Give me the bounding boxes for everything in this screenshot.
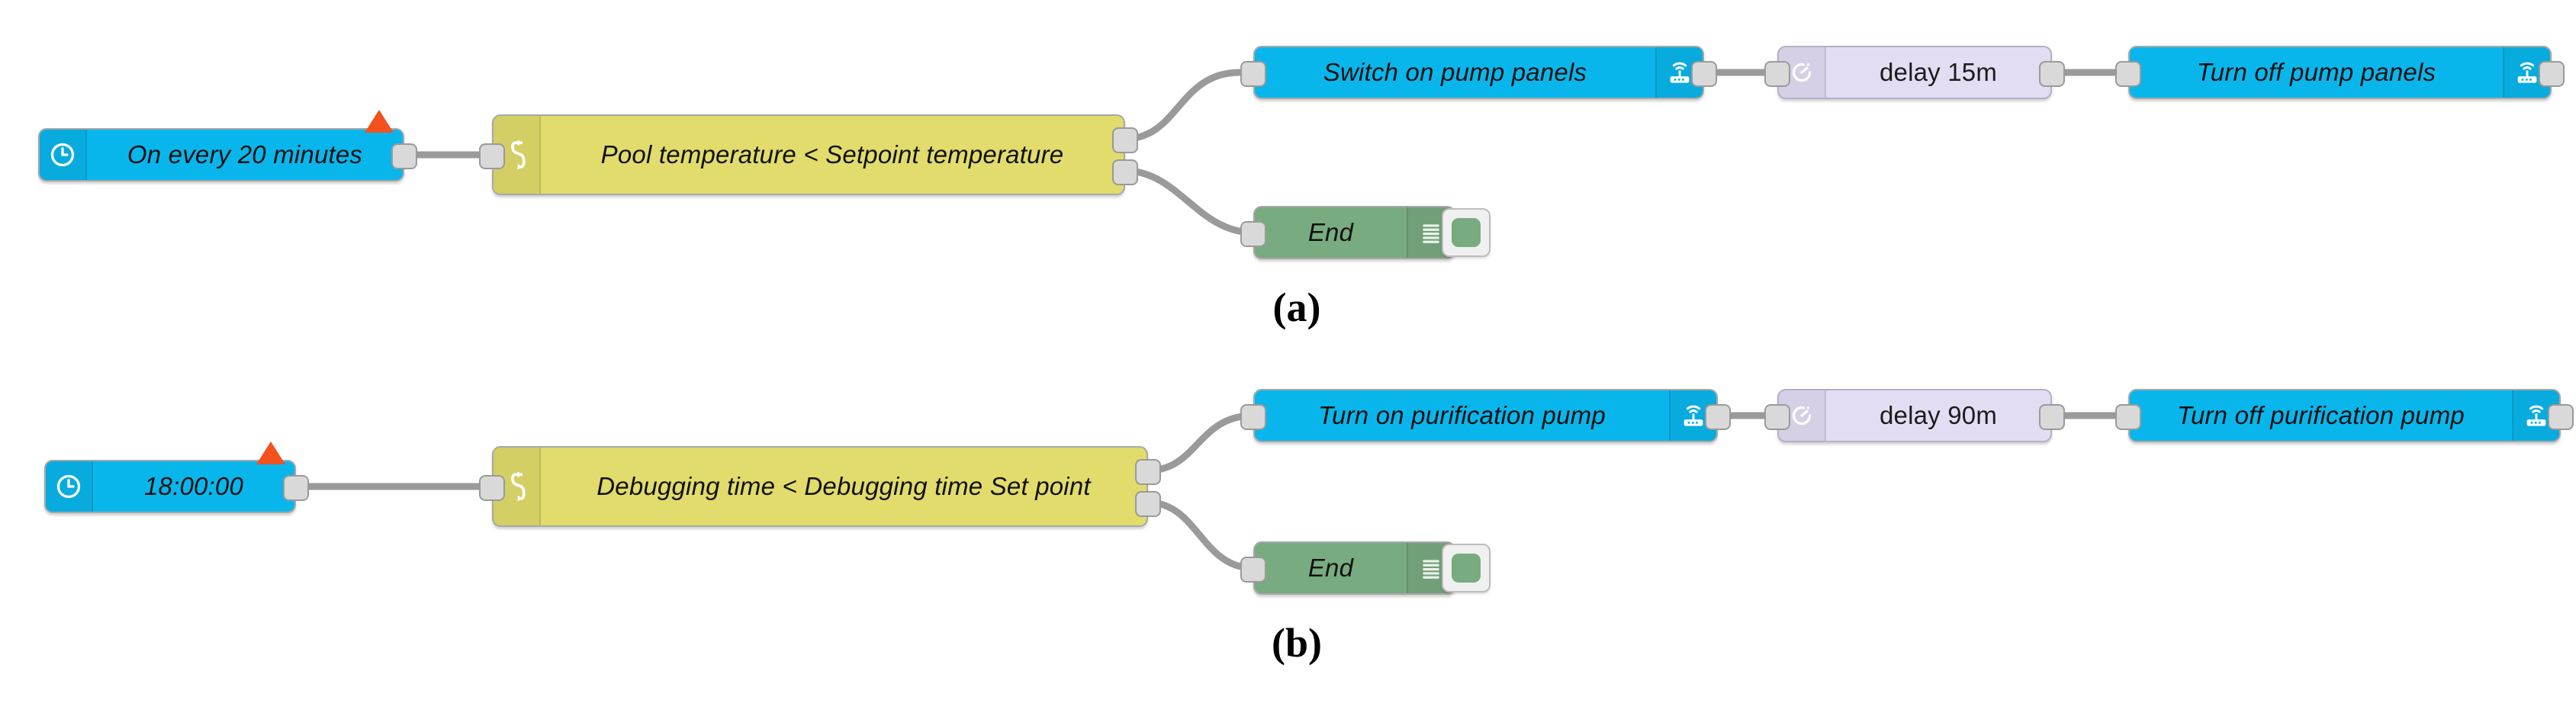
clock-icon xyxy=(46,461,93,512)
node-label: delay 90m xyxy=(1879,401,1998,429)
input-port[interactable] xyxy=(1764,404,1790,430)
wire-b-switch-out1-to-debug xyxy=(1144,499,1257,572)
wire-a-switch-out1-to-debug xyxy=(1121,167,1257,236)
node-delay-15m[interactable]: delay 15m xyxy=(1764,46,2065,99)
node-label: End xyxy=(1307,218,1354,246)
output-port[interactable] xyxy=(1705,404,1731,430)
clock-icon xyxy=(40,130,87,180)
output-port-1[interactable] xyxy=(1135,491,1161,517)
node-debug-end[interactable]: End xyxy=(1240,206,1491,259)
output-port[interactable] xyxy=(2039,61,2065,87)
node-label: On every 20 minutes xyxy=(127,140,363,169)
wire-a-switch-out0-to-device xyxy=(1121,69,1243,143)
input-port[interactable] xyxy=(2115,61,2141,87)
output-port[interactable] xyxy=(1691,61,1717,87)
node-device-switch-on-pump-panels[interactable]: Switch on pump panels xyxy=(1240,46,1717,99)
output-port[interactable] xyxy=(2039,404,2065,430)
node-inject-18-00-00[interactable]: 18:00:00 xyxy=(44,441,309,513)
debug-toggle-indicator xyxy=(1452,218,1481,247)
input-port[interactable] xyxy=(479,143,505,169)
subfigure-caption-b: (b) xyxy=(1272,620,1322,666)
output-port[interactable] xyxy=(2539,61,2565,87)
output-port[interactable] xyxy=(391,143,417,169)
inject-trigger-button[interactable] xyxy=(365,110,394,133)
node-debug-end[interactable]: End xyxy=(1240,541,1491,595)
node-label: Debugging time < Debugging time Set poin… xyxy=(597,472,1091,500)
node-label: Turn on purification pump xyxy=(1318,401,1606,429)
output-port[interactable] xyxy=(283,475,309,501)
debug-enable-toggle[interactable] xyxy=(1442,208,1491,257)
node-device-turn-off-pump-panels[interactable]: Turn off pump panels xyxy=(2115,46,2565,99)
node-label: delay 15m xyxy=(1879,58,1998,86)
input-port[interactable] xyxy=(1240,221,1266,247)
output-port[interactable] xyxy=(2548,404,2574,430)
node-label: 18:00:00 xyxy=(143,472,244,500)
input-port[interactable] xyxy=(479,475,505,501)
node-switch-debugging-time[interactable]: Debugging time < Debugging time Set poin… xyxy=(479,446,1161,527)
node-inject-every-20-minutes[interactable]: On every 20 minutes xyxy=(38,110,417,181)
node-label: End xyxy=(1307,554,1354,582)
output-port-0[interactable] xyxy=(1112,127,1138,153)
debug-enable-toggle[interactable] xyxy=(1442,544,1491,592)
output-port-0[interactable] xyxy=(1135,459,1161,485)
node-device-turn-on-purification-pump[interactable]: Turn on purification pump xyxy=(1240,389,1731,442)
output-port-1[interactable] xyxy=(1112,159,1138,185)
node-label: Turn off pump panels xyxy=(2196,58,2436,86)
input-port[interactable] xyxy=(1240,61,1266,87)
subfigure-caption-a: (a) xyxy=(1272,284,1321,330)
node-label: Turn off purification pump xyxy=(2177,401,2465,429)
inject-trigger-button[interactable] xyxy=(256,441,285,464)
node-label: Switch on pump panels xyxy=(1323,58,1587,86)
input-port[interactable] xyxy=(1764,61,1790,87)
debug-toggle-indicator xyxy=(1452,554,1481,583)
input-port[interactable] xyxy=(1240,557,1266,583)
node-switch-pool-temperature[interactable]: Pool temperature < Setpoint temperature xyxy=(479,114,1138,195)
input-port[interactable] xyxy=(2115,404,2141,430)
node-label: Pool temperature < Setpoint temperature xyxy=(600,140,1064,169)
input-port[interactable] xyxy=(1240,404,1266,430)
wire-b-switch-out0-to-device xyxy=(1144,412,1257,474)
router-wifi-icon xyxy=(1655,47,1703,98)
node-device-turn-off-purification-pump[interactable]: Turn off purification pump xyxy=(2115,389,2574,442)
switch-branch-icon xyxy=(494,116,541,194)
router-wifi-icon xyxy=(2512,390,2559,441)
node-delay-90m[interactable]: delay 90m xyxy=(1764,389,2065,442)
